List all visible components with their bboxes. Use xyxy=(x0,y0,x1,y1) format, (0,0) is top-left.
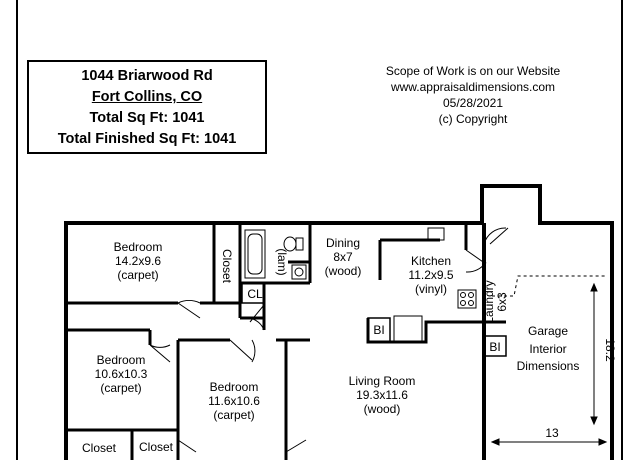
bedroom3-dims: 11.6x10.6 xyxy=(208,394,260,408)
closet-bottom-left-label: Closet xyxy=(82,441,117,455)
city-text: Fort Collins, CO xyxy=(91,89,203,105)
bedroom1-dims: 14.2x9.6 xyxy=(115,254,161,268)
sink-icon xyxy=(291,264,307,280)
total-sqft-text: Total Sq Ft: 1041 xyxy=(89,110,205,126)
living-room-name: Living Room xyxy=(349,374,416,388)
stove-icon xyxy=(457,289,477,309)
exterior-walls xyxy=(64,184,614,460)
garage-dashed-line xyxy=(492,275,606,297)
living-room-dims: 19.3x11.6 xyxy=(356,388,408,402)
bedroom3-floor: (carpet) xyxy=(213,408,254,422)
closet-top-label: Closet xyxy=(220,249,234,284)
dining-name: Dining xyxy=(326,236,360,250)
bi-label-left: BI xyxy=(373,323,384,337)
kitchen-floor: (vinyl) xyxy=(415,282,447,296)
closet-bottom-right-label: Closet xyxy=(139,440,174,454)
kitchen-dims: 11.2x9.5 xyxy=(408,268,453,282)
kitchen-name: Kitchen xyxy=(411,254,451,268)
dining-floor: (wood) xyxy=(325,264,362,278)
bedroom2-dims: 10.6x10.3 xyxy=(95,367,148,381)
bedroom1-name: Bedroom xyxy=(114,240,163,254)
scope-line: Scope of Work is on our Website xyxy=(385,64,561,78)
bedroom1-floor: (carpet) xyxy=(117,268,158,282)
bi-label-right: BI xyxy=(489,340,500,354)
door-swings xyxy=(149,227,509,453)
scope-notice: Scope of Work is on our Website www.appr… xyxy=(348,63,598,127)
garage-line2: Interior xyxy=(529,342,566,356)
toilet-icon xyxy=(283,236,304,252)
laundry-name: Laundry xyxy=(482,280,496,323)
cl-label: CL xyxy=(247,287,263,301)
address-text: 1044 Briarwood Rd xyxy=(81,68,213,84)
garage-line1: Garage xyxy=(528,324,568,338)
garage-line3: Dimensions xyxy=(517,359,580,373)
date-text: 05/28/2021 xyxy=(442,96,504,110)
cl-box xyxy=(241,282,265,304)
laundry-dims: 6x3 xyxy=(495,292,509,312)
website-text: www.appraisaldimensions.com xyxy=(390,80,556,94)
living-room-floor: (wood) xyxy=(364,402,401,416)
garage-dimension-lines xyxy=(490,282,608,446)
dining-dims: 8x7 xyxy=(333,250,353,264)
right-border-line xyxy=(621,0,623,460)
kitchen-sink-icon xyxy=(427,227,445,241)
garage-height-dim: 18.2 xyxy=(603,338,617,362)
property-info-box: 1044 Briarwood Rd Fort Collins, CO Total… xyxy=(27,60,267,154)
bedroom2-floor: (carpet) xyxy=(100,381,141,395)
bathtub xyxy=(244,229,266,279)
bi-box-left xyxy=(367,317,391,343)
appliance-rect xyxy=(393,315,423,343)
bi-box-right xyxy=(483,335,507,357)
left-border-line xyxy=(16,0,18,460)
garage-width-dim: 13 xyxy=(545,426,559,440)
total-finished-sqft-text: Total Finished Sq Ft: 1041 xyxy=(57,131,237,147)
copyright-text: (c) Copyright xyxy=(438,112,508,126)
bedroom2-name: Bedroom xyxy=(97,353,146,367)
bedroom3-name: Bedroom xyxy=(210,380,259,394)
lam-label: (lam) xyxy=(275,248,289,275)
